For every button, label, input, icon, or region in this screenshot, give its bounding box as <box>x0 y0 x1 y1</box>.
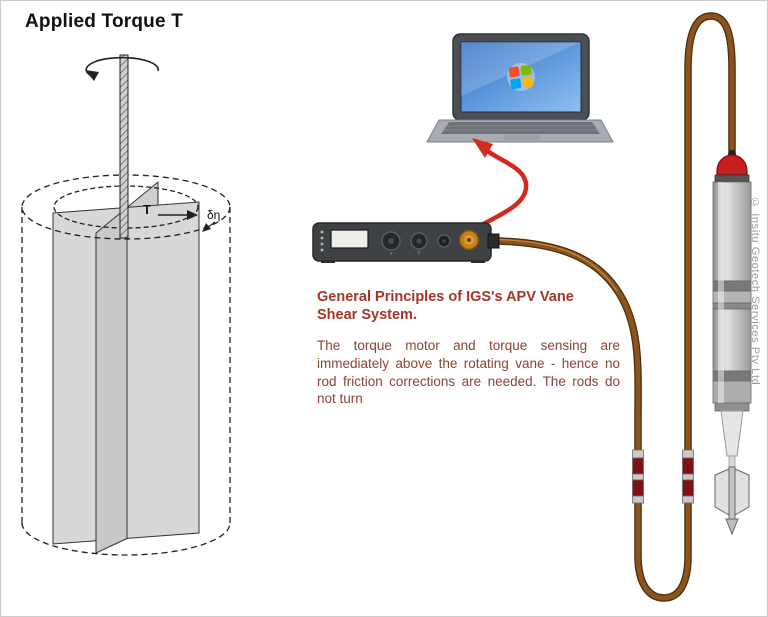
unit-socket <box>437 234 451 248</box>
laptop-screen <box>460 41 582 113</box>
probe-highlight <box>718 182 724 403</box>
unit-display <box>330 229 369 249</box>
left-figure-title: Applied Torque T <box>25 11 184 32</box>
probe-vane <box>714 466 750 536</box>
cable-connector-left <box>632 449 644 504</box>
cable-gland <box>487 233 500 249</box>
probe-cap <box>716 154 748 176</box>
unit-knob-2 <box>410 232 428 254</box>
torque-arrow <box>158 210 198 220</box>
probe-taper-rod <box>720 410 744 457</box>
delta-label: δη <box>207 208 221 222</box>
delta-leader-arrow <box>202 221 216 232</box>
cable-arrowhead <box>472 138 493 158</box>
laptop-touchpad <box>504 135 540 140</box>
unit-orange-connector <box>458 229 480 251</box>
laptop <box>426 33 614 143</box>
unit-knob-1 <box>381 231 401 255</box>
vane-blade-front-half <box>95 206 128 554</box>
probe-body <box>712 181 752 412</box>
control-unit <box>312 222 500 263</box>
torque-label: T <box>143 202 151 217</box>
cable-connector-right <box>682 449 694 504</box>
unit-vent-dots <box>320 230 324 252</box>
vane-shear-sketch <box>21 54 231 556</box>
copyright-note: © Insitu Geotech Services Pty Ltd <box>749 197 761 386</box>
cylinder-bottom-arc <box>21 522 231 556</box>
probe-tip <box>725 518 739 536</box>
cable-highlight <box>498 238 618 292</box>
probe-collar <box>714 174 750 183</box>
brown-probe-cable <box>495 12 736 602</box>
torque-rod <box>119 54 129 239</box>
windows-logo-icon <box>507 63 535 91</box>
vane-blades <box>52 180 200 555</box>
probe-assembly <box>712 150 752 536</box>
laptop-keyboard <box>441 122 600 134</box>
red-data-cable <box>468 138 529 234</box>
principles-heading: General Principles of IGS's APV Vane She… <box>317 289 574 324</box>
rotation-arrow-icon <box>85 56 160 81</box>
principles-body-text: The torque motor and torque sensing are … <box>317 338 620 407</box>
